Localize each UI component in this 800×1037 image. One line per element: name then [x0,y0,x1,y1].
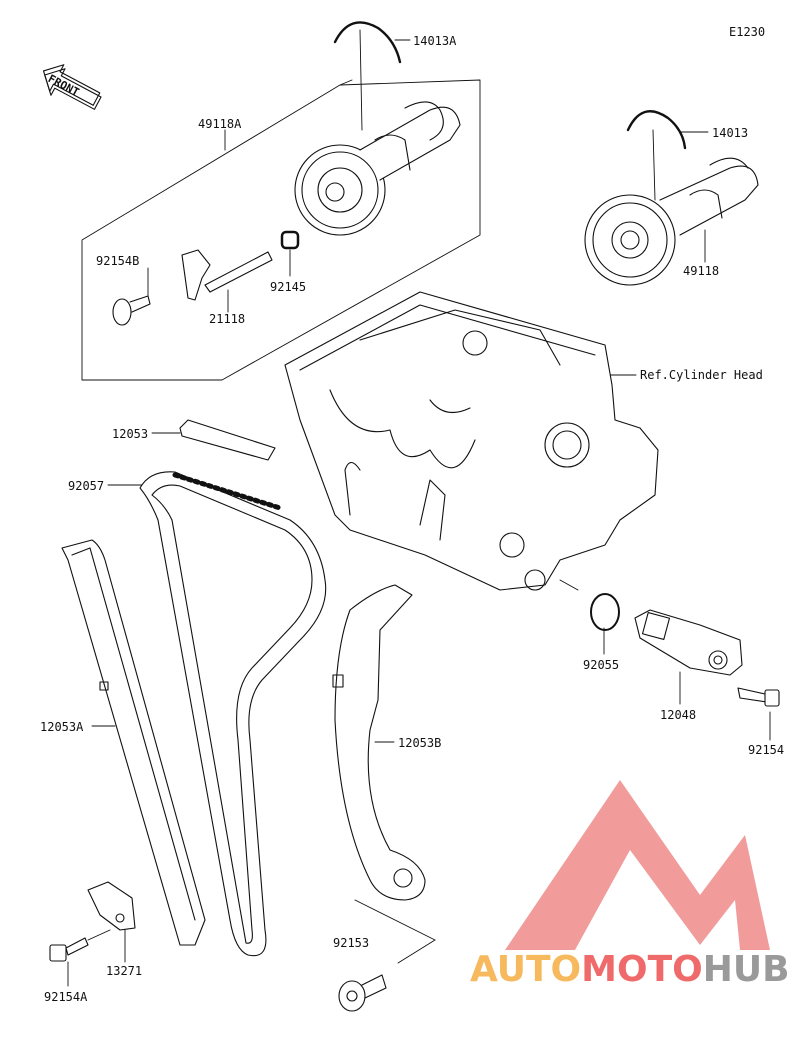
label-49118: 49118 [683,264,720,278]
tensioner-12048-icon [634,609,743,676]
guide-12053B-icon [332,584,426,901]
bracket-13271-icon [87,881,136,931]
camshaft-49118-icon [584,157,759,286]
label-92154: 92154 [748,743,785,757]
label-12053B: 12053B [398,736,442,750]
label-92154B: 92154B [96,254,140,268]
watermark-word-auto: AUTO [470,949,582,990]
label-92057: 92057 [68,479,105,493]
label-49118A: 49118A [198,117,242,131]
clip-14013A-icon [333,21,402,64]
label-12053A: 12053A [40,720,84,734]
cylinder-head-icon [284,291,659,591]
label-13271: 13271 [106,964,143,978]
bolt-92153-icon [338,899,436,1012]
watermark-text: AUTOMOTOHUB [470,950,790,990]
collar-92145-icon [280,230,300,250]
guide-12053A-icon [61,539,206,946]
assembly-bracket-49118A [81,79,481,381]
bolt-92154B-icon [112,295,151,326]
label-12053: 12053 [112,427,149,441]
front-arrow-icon [42,64,102,110]
label-ref-cylinder-head: Ref.Cylinder Head [640,368,763,382]
label-12048: 12048 [660,708,697,722]
label-92055: 92055 [583,658,620,672]
watermark-logo-icon [505,780,770,950]
leader-lines [67,29,771,987]
o-ring-92055-icon [590,593,620,631]
camshaft-49118A-icon [294,101,461,236]
decompressor-shaft-21118-icon [181,249,273,301]
label-21118: 21118 [209,312,246,326]
label-92145: 92145 [270,280,307,294]
watermark-word-hub: HUB [702,949,790,990]
diagram-code-label: E1230 [729,25,766,39]
label-14013A: 14013A [413,34,457,48]
label-92154A: 92154A [44,990,88,1004]
clip-14013-icon [626,110,687,150]
label-92153: 92153 [333,936,370,950]
bolt-92154-icon [737,687,780,707]
cam-chain-92057-icon [139,471,327,957]
bolt-92154A-icon [49,929,111,962]
watermark-word-moto: MOTO [581,949,703,990]
label-14013: 14013 [712,126,749,140]
guide-12053-icon [179,419,276,461]
